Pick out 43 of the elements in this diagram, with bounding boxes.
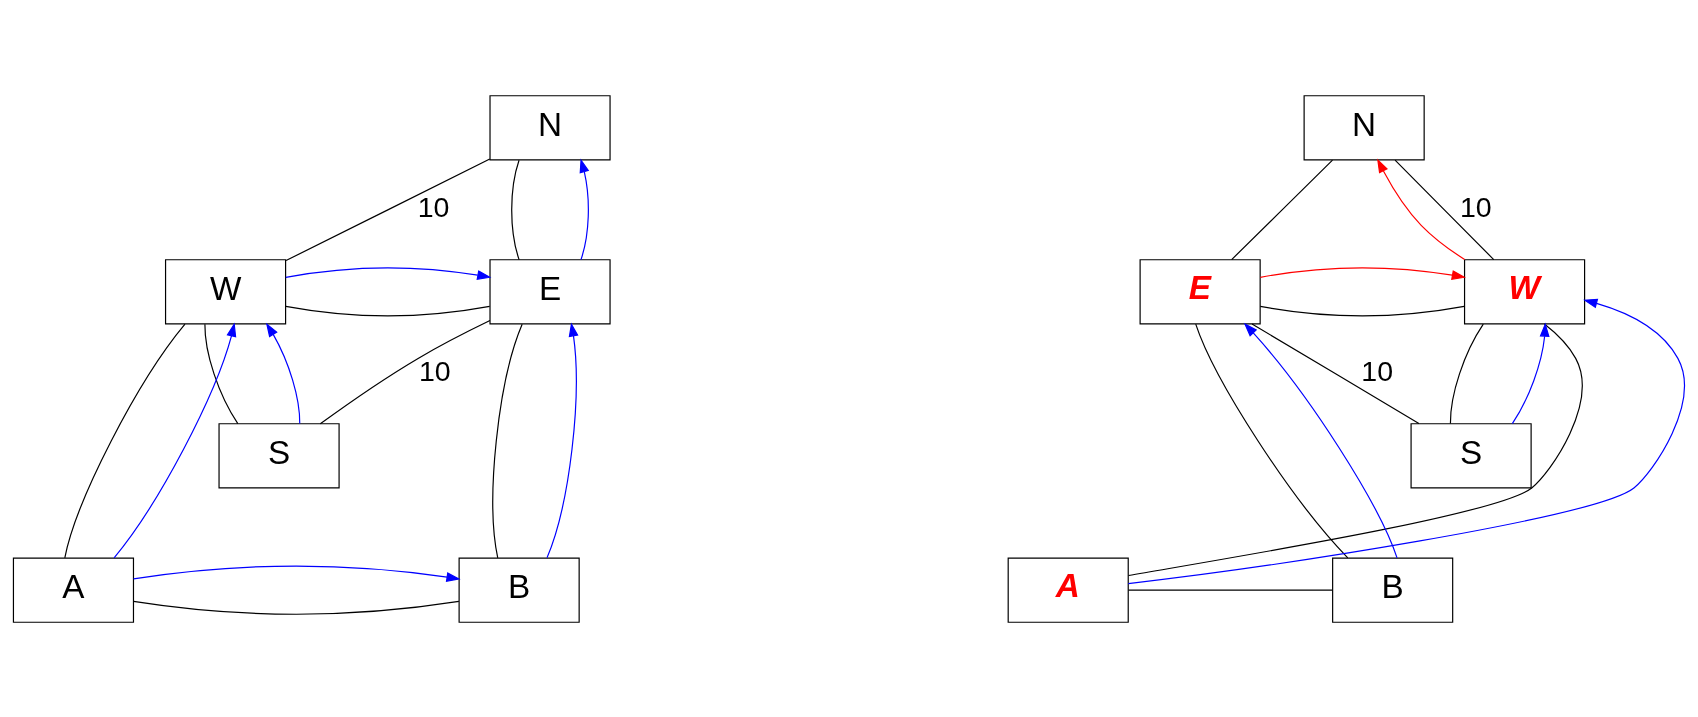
arrow xyxy=(132,565,461,582)
connector xyxy=(511,159,520,260)
connector xyxy=(319,319,491,424)
node-box: S xyxy=(218,422,340,489)
node-box: B xyxy=(458,556,580,623)
arrow xyxy=(1259,266,1466,280)
arrow xyxy=(546,321,579,558)
connector xyxy=(1394,159,1495,260)
node-box: A xyxy=(1007,556,1129,623)
connector xyxy=(1251,322,1420,424)
node-box: S xyxy=(1410,422,1532,489)
node-box: W xyxy=(164,258,287,325)
connector xyxy=(285,157,491,261)
connector xyxy=(1195,323,1349,558)
connector xyxy=(1259,305,1465,316)
arrow xyxy=(265,322,301,424)
node-box: B xyxy=(1332,556,1454,623)
edge-label: 10 xyxy=(1361,354,1394,387)
connector xyxy=(204,323,239,424)
connector xyxy=(64,323,186,558)
connector xyxy=(1127,323,1583,576)
node-box: N xyxy=(489,94,611,161)
node-box: E xyxy=(489,258,611,325)
connector xyxy=(1449,323,1484,424)
node-box: W xyxy=(1463,258,1586,325)
edge-label: 10 xyxy=(418,354,451,387)
node-box: E xyxy=(1139,258,1261,325)
arrow xyxy=(285,266,492,280)
node-box: A xyxy=(12,556,135,623)
connector xyxy=(285,305,491,316)
arrow xyxy=(1127,298,1685,584)
edge-label: 10 xyxy=(1459,190,1492,223)
connector xyxy=(1231,159,1334,260)
arrow xyxy=(113,321,237,558)
connector xyxy=(1127,589,1333,591)
edge-label: 10 xyxy=(417,190,450,223)
arrow xyxy=(1511,321,1550,424)
arrow xyxy=(1243,322,1398,558)
connector xyxy=(132,600,460,615)
arrow xyxy=(579,157,590,260)
node-box: N xyxy=(1303,94,1425,161)
connector xyxy=(492,323,523,558)
arrow xyxy=(1377,158,1466,260)
